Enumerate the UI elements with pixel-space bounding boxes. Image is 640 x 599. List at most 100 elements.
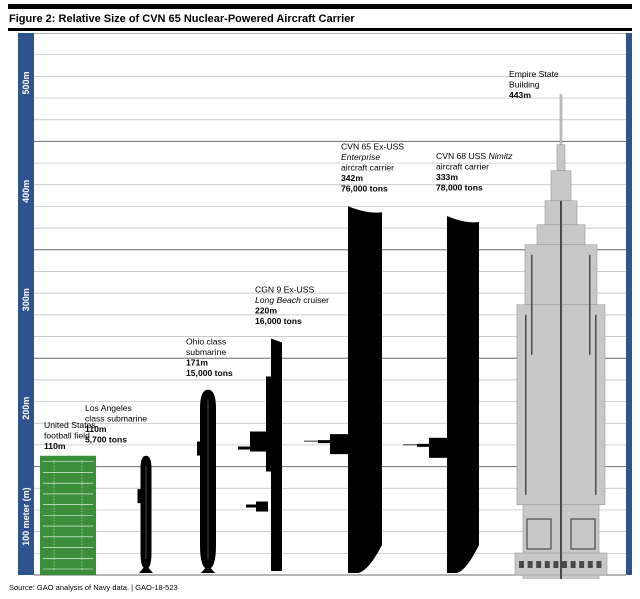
entrance-frame <box>570 518 596 550</box>
label-text: Ohio class <box>186 337 226 347</box>
label-text: 110m <box>85 424 107 434</box>
label-text: 78,000 tons <box>436 183 483 193</box>
label-text: 5,700 tons <box>85 434 127 444</box>
y-tick-label: 200m <box>21 397 31 420</box>
label-text: CVN 65 Ex-USS <box>341 141 404 151</box>
base-window <box>562 561 567 568</box>
base-window <box>544 561 550 568</box>
ohio-sub-sail <box>197 441 201 456</box>
cvn68-island <box>429 437 447 458</box>
cvn65-mast <box>318 440 332 444</box>
label-text: CGN 9 Ex-USS <box>255 285 314 295</box>
cvn68-mast <box>417 443 431 447</box>
label-line: 342m <box>341 173 363 183</box>
label-line: aircraft carrier <box>436 162 489 172</box>
cruiser-yard <box>246 504 256 508</box>
base-window <box>519 561 524 568</box>
label-line: football field <box>44 430 90 440</box>
base-window <box>536 561 542 568</box>
cruiser-deckhouse <box>256 501 268 512</box>
ohio-sub-tail <box>201 565 215 573</box>
label-line: Building <box>509 79 540 89</box>
label-line: CVN 65 Ex-USS <box>341 141 404 151</box>
cvn65-island <box>330 434 348 455</box>
base-window <box>570 561 576 568</box>
relative-size-chart: 100 meter (m) 200m 300m 400m 500m United Sta… <box>18 33 632 579</box>
title-rule <box>8 28 632 31</box>
label-text: 76,000 tons <box>341 183 388 193</box>
label-text: 110m <box>44 441 66 451</box>
label-line: 78,000 tons <box>436 183 483 193</box>
label-suffix: Nimitz <box>489 151 514 161</box>
label-line: 220m <box>255 306 277 316</box>
y-tick-label: 100 meter (m) <box>21 487 31 546</box>
base-window <box>596 561 602 568</box>
label-line: United States <box>44 420 96 430</box>
label-line: 171m <box>186 358 208 368</box>
label-line: 110m <box>44 441 66 451</box>
label-line: Empire State <box>509 69 559 79</box>
label-text: 342m <box>341 173 363 183</box>
y-tick-label: 300m <box>21 288 31 311</box>
label-text: 333m <box>436 172 458 182</box>
label-text: aircraft carrier <box>341 162 394 172</box>
base-window <box>527 561 533 568</box>
label-text: CVN 68 USS <box>436 151 489 161</box>
base-window <box>587 561 593 568</box>
y-tick-label: 400m <box>21 180 31 203</box>
right-axis-band <box>626 33 632 575</box>
empire-state-building <box>514 94 608 579</box>
y-axis: 100 meter (m) 200m 300m 400m 500m <box>18 33 632 575</box>
y-tick-label: 500m <box>21 71 31 94</box>
label-text: 16,000 tons <box>255 316 302 326</box>
source-note: Source: GAO analysis of Navy data. | GAO… <box>9 583 178 592</box>
cvn65-hull <box>348 206 382 573</box>
label-text: Empire State <box>509 69 559 79</box>
building-stripe <box>595 314 597 495</box>
label-text: Long Beach <box>255 295 301 305</box>
cruiser-mast <box>238 446 250 450</box>
cruiser-tower <box>250 431 268 452</box>
label-text: 15,000 tons <box>186 368 233 378</box>
label-text: submarine <box>186 347 226 357</box>
label-line: 110m <box>85 424 107 434</box>
building-stripe <box>525 314 527 495</box>
label-text: Los Angeles <box>85 403 132 413</box>
label-line: 16,000 tons <box>255 316 302 326</box>
label-line: 76,000 tons <box>341 183 388 193</box>
label-text: Building <box>509 79 540 89</box>
label-line: Ohio class <box>186 337 226 347</box>
label-text: United States <box>44 420 96 430</box>
building-stripe <box>531 254 533 355</box>
label-line: CVN 68 USS Nimitz <box>436 151 513 161</box>
base-window <box>553 561 559 568</box>
label-text: football field <box>44 430 90 440</box>
entrance-frame <box>526 518 552 550</box>
building-section <box>559 94 563 148</box>
la-sub-tail <box>139 565 153 573</box>
label-line: submarine <box>186 347 226 357</box>
figure-title: Figure 2: Relative Size of CVN 65 Nuclea… <box>9 13 355 25</box>
label-line: 443m <box>509 90 531 100</box>
base-window <box>579 561 585 568</box>
label-text: class submarine <box>85 413 147 423</box>
cvn68-hull <box>447 216 479 573</box>
label-line: Enterprise <box>341 152 380 162</box>
cruiser-superstructure <box>266 376 282 472</box>
label-line: aircraft carrier <box>341 162 394 172</box>
label-suffix: cruiser <box>301 295 329 305</box>
label-line: 15,000 tons <box>186 368 233 378</box>
y-axis-band <box>18 33 34 575</box>
building-section <box>556 144 566 172</box>
building-stripe <box>589 254 591 355</box>
label-line: class submarine <box>85 413 147 423</box>
label-line: 333m <box>436 172 458 182</box>
la-sub-sail <box>137 489 142 504</box>
